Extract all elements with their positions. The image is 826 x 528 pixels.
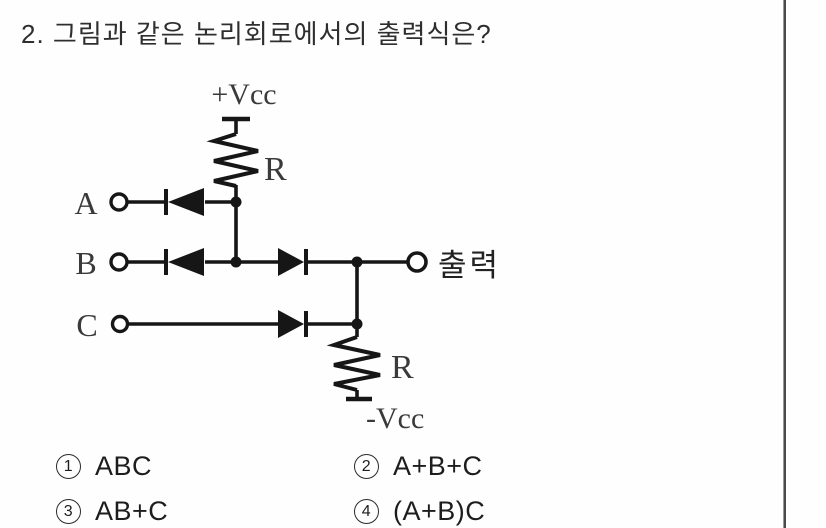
option-3-marker: 3	[56, 499, 81, 524]
resistor-bottom-icon	[326, 335, 381, 392]
option-4-marker: 4	[354, 499, 379, 524]
vcc-minus-label: -Vcc	[366, 402, 424, 435]
resistor-top-label: R	[264, 151, 287, 188]
input-b-label: B	[75, 245, 96, 281]
option-1-marker: 1	[56, 454, 81, 479]
option-2[interactable]: 2 A+B+C	[354, 451, 483, 482]
junction-dots	[230, 196, 363, 330]
option-4-label: (A+B)C	[393, 496, 486, 526]
logic-circuit-diagram: +Vcc R A B C 출력 R -Vcc	[74, 78, 501, 435]
resistor-bottom-label: R	[391, 349, 414, 386]
option-2-label: A+B+C	[393, 451, 483, 481]
vcc-plus-label: +Vcc	[211, 78, 276, 111]
option-1-label: ABC	[95, 451, 153, 481]
option-3-label: AB+C	[95, 496, 169, 526]
output-label: 출력	[438, 248, 501, 283]
diode-output-icon	[278, 248, 308, 276]
circuit-wires	[127, 119, 408, 399]
diode-b-input-icon	[164, 248, 204, 276]
input-b-terminal-icon	[109, 252, 129, 272]
diode-c-icon	[278, 310, 308, 338]
input-a-label: A	[74, 185, 97, 221]
option-3[interactable]: 3 AB+C	[56, 496, 168, 527]
page-column-divider	[783, 0, 786, 528]
input-c-terminal-icon	[110, 314, 130, 334]
diode-a-icon	[164, 188, 204, 216]
resistor-top-icon	[206, 132, 259, 188]
option-1[interactable]: 1 ABC	[56, 451, 152, 482]
input-a-terminal-icon	[109, 192, 129, 212]
output-terminal-icon	[406, 251, 428, 273]
question-title: 2. 그림과 같은 논리회로에서의 출력식은?	[21, 19, 492, 49]
option-2-marker: 2	[354, 454, 379, 479]
option-4[interactable]: 4 (A+B)C	[354, 496, 485, 527]
input-c-label: C	[76, 307, 97, 343]
